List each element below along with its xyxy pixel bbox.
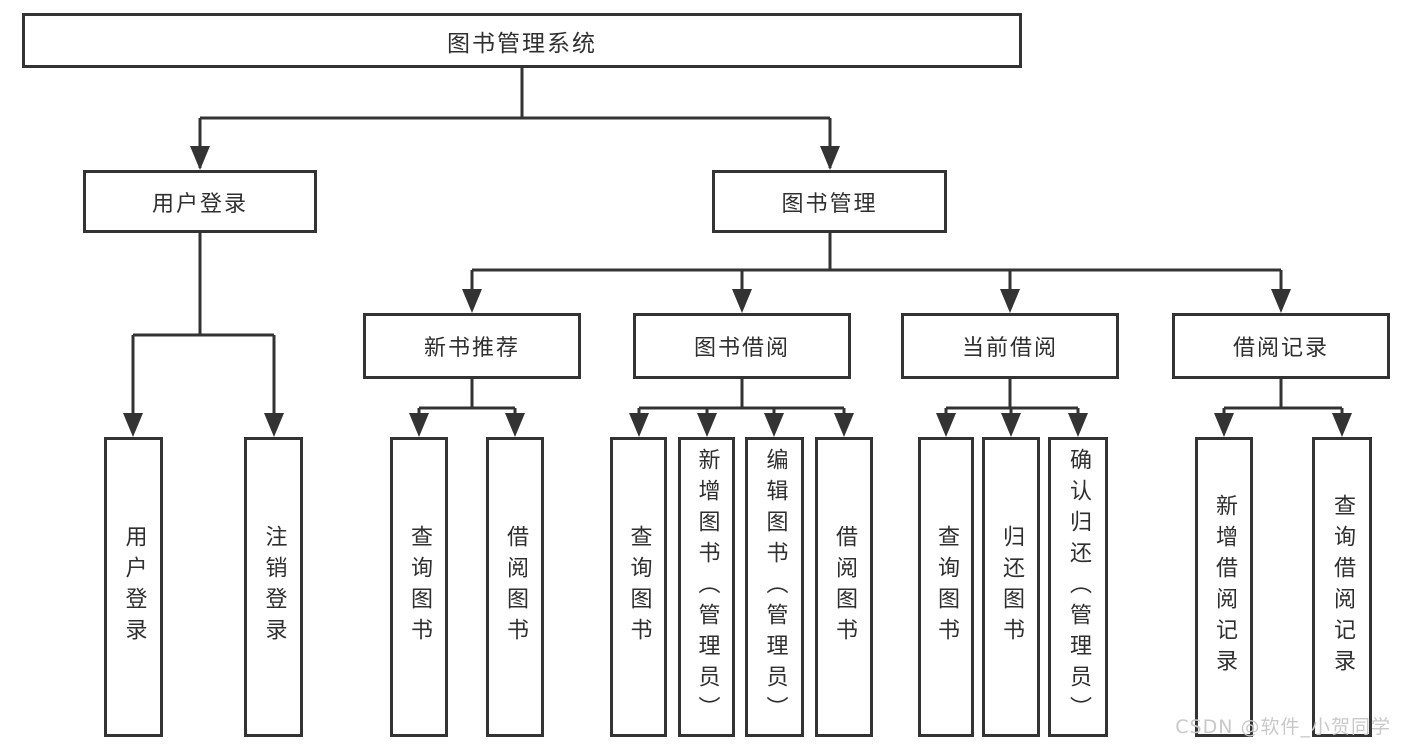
- leaf-borrow-add-books-label: 新增图书（管理员）: [694, 447, 720, 727]
- leaf-record-add-record-label: 新增借阅记录: [1212, 494, 1237, 680]
- leaf-current-query-books-label: 查询图书: [934, 525, 959, 649]
- leaf-user-login-label: 用户登录: [121, 525, 147, 649]
- leaf-borrow-query-books-label: 查询图书: [626, 525, 652, 649]
- node-library-system: 图书管理系统: [22, 13, 1022, 68]
- leaf-current-return-books-label: 归还图书: [999, 525, 1024, 649]
- node-user-login-label: 用户登录: [151, 191, 248, 217]
- node-user-login: 用户登录: [83, 170, 317, 233]
- edge-book-management-to-level3: [462, 233, 1291, 313]
- leaf-logout-label: 注销登录: [261, 525, 287, 649]
- node-new-book-recommend: 新书推荐: [363, 313, 581, 379]
- node-book-management-label: 图书管理: [781, 191, 878, 217]
- leaf-borrow-query-books: 查询图书: [610, 437, 667, 737]
- leaf-borrow-edit-books: 编辑图书（管理员）: [745, 437, 804, 737]
- leaf-recommend-query-books: 查询图书: [390, 437, 448, 737]
- csdn-watermark: CSDN @软件_小贺同学: [1175, 716, 1391, 738]
- leaf-logout: 注销登录: [244, 437, 303, 737]
- edge-new-book-recommend-to-leaves: [409, 379, 525, 437]
- node-book-borrow: 图书借阅: [633, 313, 851, 379]
- edge-root-to-level2: [190, 68, 840, 170]
- leaf-recommend-borrow-books: 借阅图书: [486, 437, 544, 737]
- leaf-recommend-query-books-label: 查询图书: [407, 525, 432, 649]
- node-current-borrow: 当前借阅: [901, 313, 1119, 379]
- leaf-borrow-borrow-books: 借阅图书: [815, 437, 873, 737]
- node-borrow-records: 借阅记录: [1172, 313, 1390, 379]
- edge-borrow-records-to-leaves: [1214, 379, 1352, 437]
- node-new-book-recommend-label: 新书推荐: [423, 336, 520, 361]
- edge-user-login-to-leaves: [123, 233, 284, 437]
- leaf-current-confirm-return: 确认归还（管理员）: [1048, 437, 1108, 737]
- edge-current-borrow-to-leaves: [936, 379, 1088, 437]
- leaf-user-login: 用户登录: [104, 437, 163, 737]
- leaf-current-query-books: 查询图书: [918, 437, 974, 737]
- edge-book-borrow-to-leaves: [629, 379, 854, 437]
- leaf-borrow-edit-books-label: 编辑图书（管理员）: [762, 447, 788, 727]
- leaf-recommend-borrow-books-label: 借阅图书: [503, 525, 528, 649]
- leaf-current-return-books: 归还图书: [982, 437, 1040, 737]
- leaf-borrow-add-books: 新增图书（管理员）: [678, 437, 735, 737]
- node-borrow-records-label: 借阅记录: [1232, 336, 1329, 361]
- leaf-record-query-record: 查询借阅记录: [1312, 437, 1372, 737]
- node-book-management: 图书管理: [712, 170, 947, 233]
- leaf-record-add-record: 新增借阅记录: [1195, 437, 1253, 737]
- node-library-system-label: 图书管理系统: [447, 30, 597, 57]
- node-book-borrow-label: 图书借阅: [693, 336, 790, 361]
- leaf-borrow-borrow-books-label: 借阅图书: [832, 525, 857, 649]
- leaf-record-query-record-label: 查询借阅记录: [1330, 494, 1355, 680]
- leaf-current-confirm-return-label: 确认归还（管理员）: [1066, 447, 1091, 727]
- node-current-borrow-label: 当前借阅: [961, 336, 1058, 361]
